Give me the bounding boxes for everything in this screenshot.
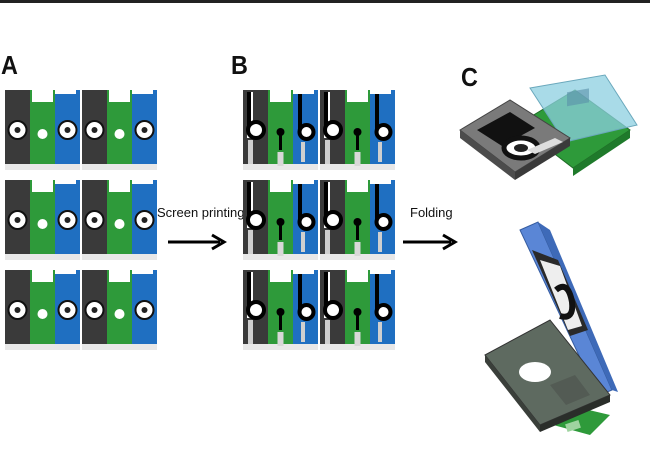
disc-green (37, 129, 48, 139)
screen-printing-label: Screen printing (157, 205, 245, 220)
base-disc (519, 362, 551, 382)
sheet-b-printed (243, 90, 395, 350)
disc-green (114, 219, 125, 229)
printed-electrode (246, 120, 266, 140)
top-border (0, 0, 650, 3)
sheet-unit (320, 180, 395, 260)
sheet-unit (320, 270, 395, 350)
printed-electrode (246, 210, 266, 230)
sheet-unit (243, 270, 318, 350)
sheet-unit (82, 270, 157, 350)
folding-label: Folding (410, 205, 453, 220)
sheet-unit (5, 90, 80, 170)
arrow-screen-printing (168, 233, 227, 251)
disc-green (114, 129, 125, 139)
printed-electrode (323, 120, 343, 140)
disc-green (37, 219, 48, 229)
disc-green (37, 309, 48, 319)
sheet-unit (243, 180, 318, 260)
panel-letter-b: B (230, 50, 248, 80)
panel-letter-a: A (0, 50, 18, 80)
sheet-unit (243, 90, 318, 170)
disc-green (114, 309, 125, 319)
sheet-unit (5, 180, 80, 260)
panel-letter-c: C (460, 62, 478, 92)
sheet-unit (320, 90, 395, 170)
device-exploded-3d (459, 74, 638, 180)
printed-electrode (323, 300, 343, 320)
sheet-unit (82, 180, 157, 260)
sheet-unit (5, 270, 80, 350)
arrow-folding (403, 233, 458, 251)
sheet-unit (82, 90, 157, 170)
blue-cover-layer (529, 74, 638, 143)
printed-electrode (323, 210, 343, 230)
device-folded-3d (484, 221, 618, 435)
printed-electrode (246, 300, 266, 320)
sheet-a-unprinted (5, 90, 157, 350)
